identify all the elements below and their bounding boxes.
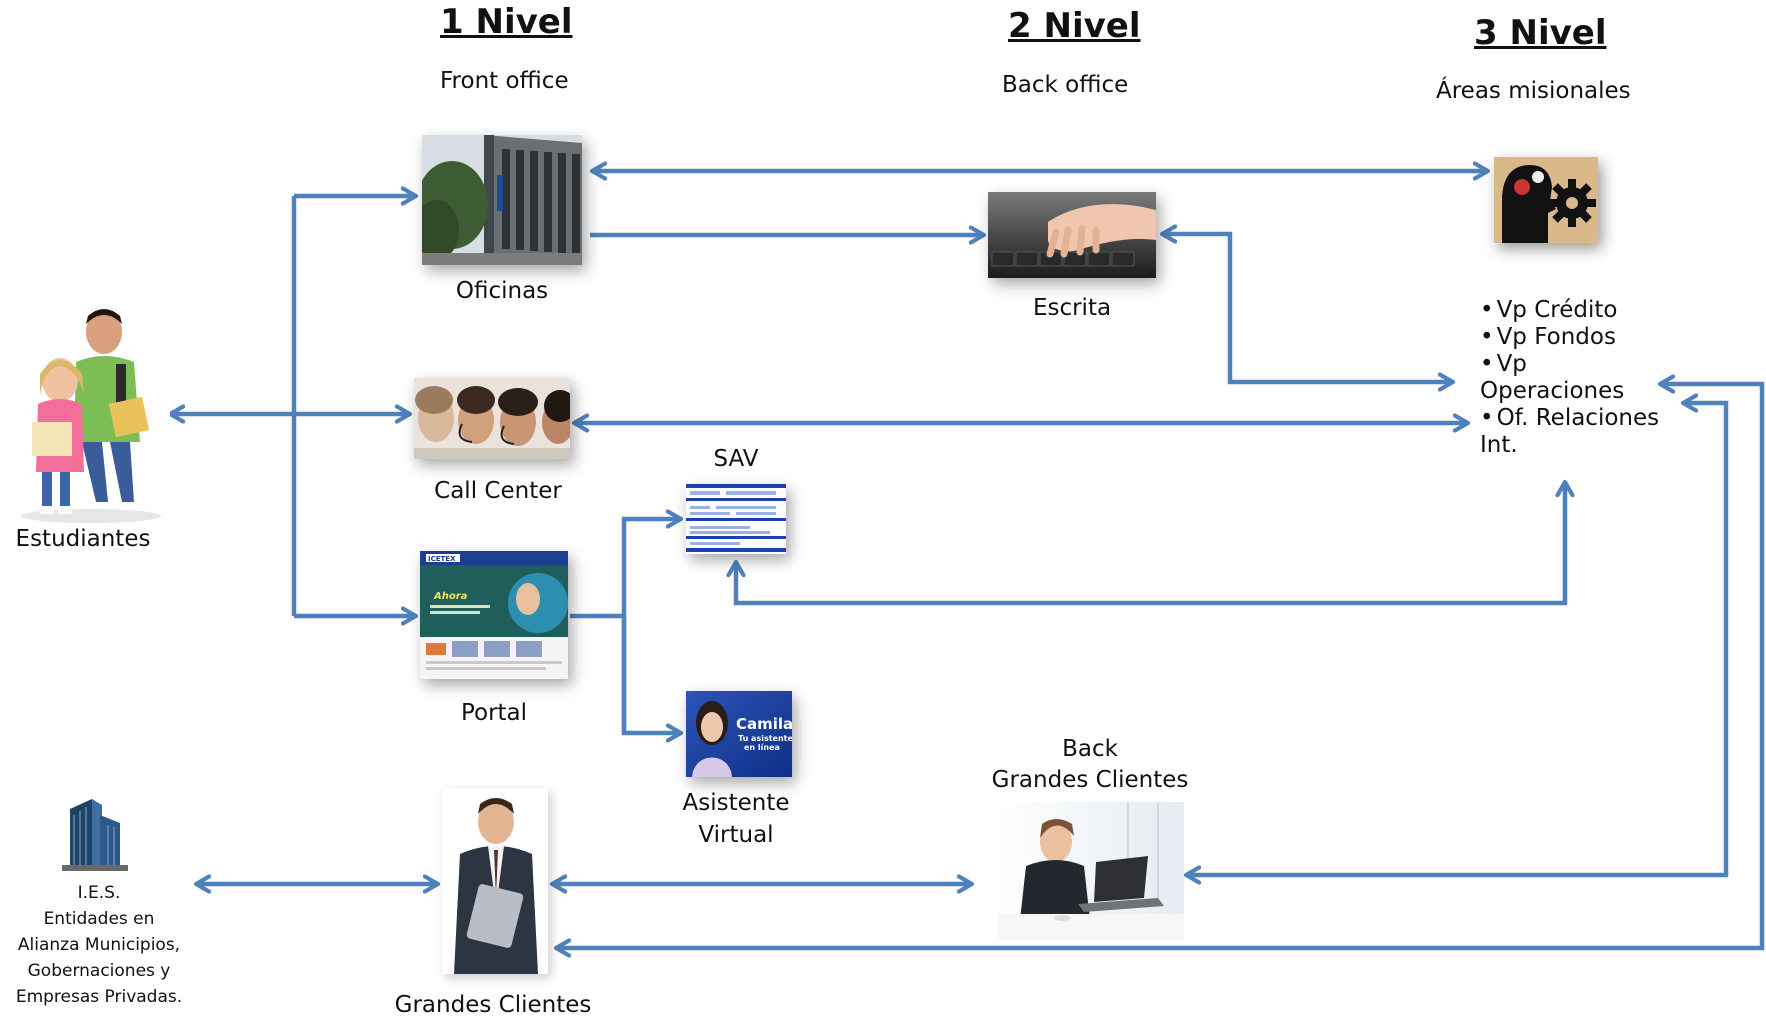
ies-label: I.E.S. Entidades en Alianza Municipios, … [6, 880, 192, 1010]
portal-headline: Ahora [433, 591, 468, 602]
call-center-photo [414, 378, 570, 459]
area-item-vp-fondos: Vp Fondos [1480, 324, 1680, 351]
level-2-title: 2 Nivel [1008, 6, 1141, 46]
level-3-subtitle: Áreas misionales [1436, 78, 1631, 104]
back-gc-label-1: Back [1062, 736, 1118, 762]
sav-label: SAV [713, 446, 759, 472]
arrow-backgc-areas [1186, 403, 1729, 875]
ies-line-3: Alianza Municipios, [17, 935, 181, 955]
level-3-title: 3 Nivel [1474, 13, 1607, 53]
oficinas-label: Oficinas [455, 278, 549, 304]
ies-line-1: I.E.S. [77, 883, 121, 903]
level-1-title: 1 Nivel [440, 2, 573, 42]
ies-line-5: Empresas Privadas. [15, 987, 183, 1007]
area-item-vp-operaciones: Vp Operaciones [1480, 351, 1630, 405]
portal-label: Portal [460, 700, 528, 726]
arrow-grandes-areas [556, 384, 1765, 948]
gear-head-icon [1494, 157, 1598, 243]
camila-tagline-1: Tu asistente [738, 734, 792, 743]
escrita-label: Escrita [1032, 295, 1112, 321]
area-item-vp-credito: Vp Crédito [1480, 297, 1680, 324]
building-photo [422, 135, 582, 265]
level-1-subtitle: Front office [440, 68, 569, 94]
areas-list: Vp Crédito Vp Fondos Vp Operaciones Of. … [1480, 297, 1680, 459]
area-item-relaciones: Of. Relaciones Int. [1480, 405, 1670, 459]
grandes-clientes-label: Grandes Clientes [394, 992, 592, 1018]
asistente-label-1: Asistente [682, 790, 790, 816]
businessman-photo [442, 788, 548, 974]
camila-name: Camila [736, 715, 792, 733]
estudiantes-label: Estudiantes [15, 526, 151, 552]
website-photo: ICETEX Ahora [420, 551, 568, 679]
asistente-label-2: Virtual [698, 822, 774, 848]
web-form-photo [686, 484, 786, 554]
camila-tagline-2: en línea [744, 743, 780, 752]
portal-brand: ICETEX [428, 555, 456, 563]
virtual-assistant-photo: Camila Tu asistente en línea [686, 691, 792, 777]
arrow-to-asistente [621, 616, 681, 733]
arrow-sav-areas [736, 482, 1565, 606]
typing-hands-photo [988, 192, 1156, 278]
businesswoman-laptop-photo [998, 802, 1184, 940]
call-center-label: Call Center [434, 478, 562, 504]
ies-line-2: Entidades en [43, 909, 155, 929]
students-photo [12, 302, 170, 524]
skyscraper-photo [62, 795, 128, 871]
arrow-escrita-areas [1162, 234, 1453, 382]
ies-line-4: Gobernaciones y [27, 961, 171, 981]
back-gc-label-2: Grandes Clientes [991, 767, 1189, 793]
arrow-to-sav [621, 519, 681, 733]
level-2-subtitle: Back office [1002, 72, 1129, 98]
